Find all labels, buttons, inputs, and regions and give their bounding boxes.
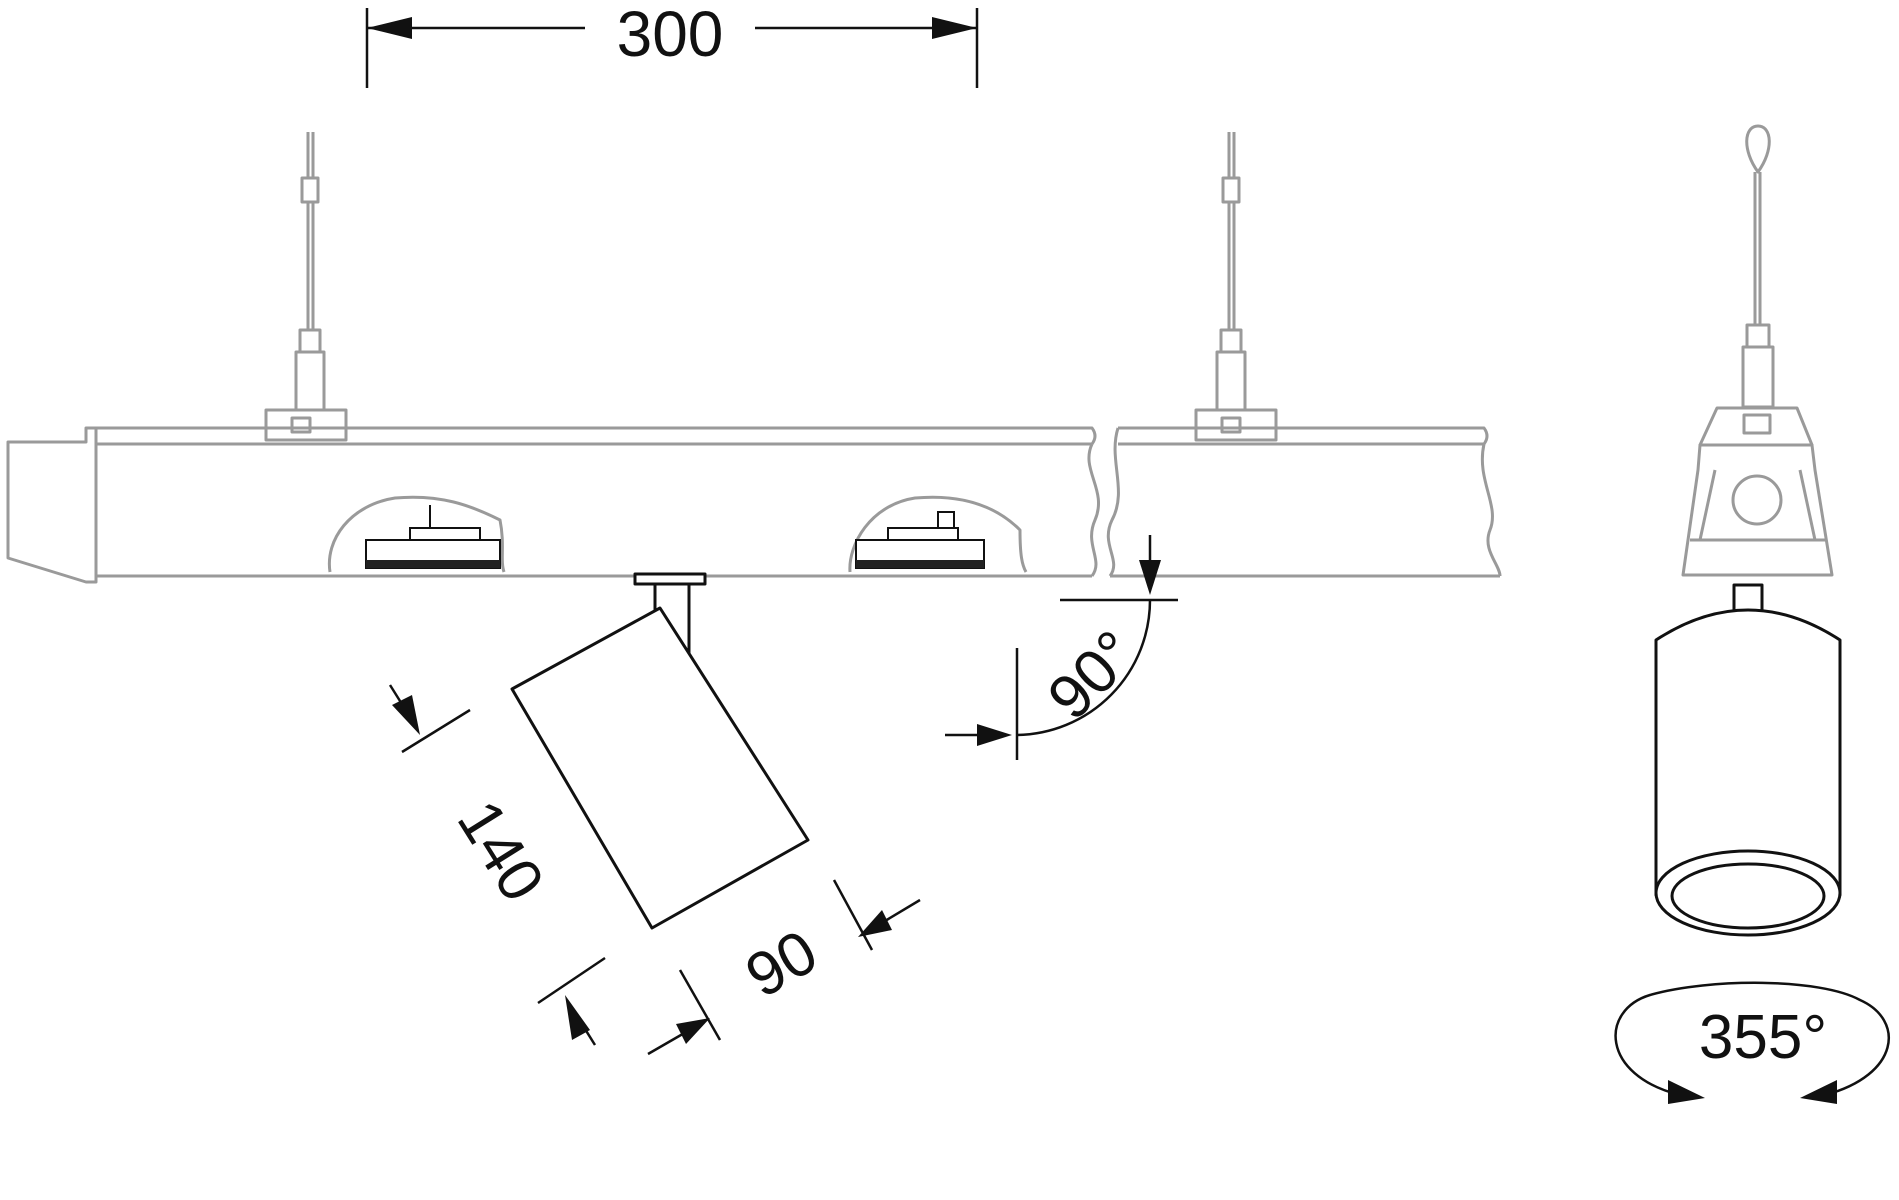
rotation-angle-dimension: 355° — [1614, 981, 1890, 1104]
tilted-spotlight — [510, 572, 810, 930]
linear-profile-right — [1106, 426, 1502, 578]
spacing-label: 300 — [617, 0, 724, 70]
side-view-spotlight — [1654, 583, 1842, 937]
tilt-angle-label: 90° — [1035, 618, 1150, 733]
spot-length-label: 140 — [444, 789, 557, 913]
suspension-cable-right — [1194, 132, 1278, 442]
suspension-cable-left — [264, 132, 348, 442]
linear-profile-left — [6, 426, 1101, 584]
spacing-dimension: 300 — [365, 0, 979, 88]
side-view-suspension — [1681, 124, 1834, 577]
rotation-angle-label: 355° — [1699, 1003, 1827, 1072]
spot-diameter-label: 90 — [735, 917, 829, 1011]
